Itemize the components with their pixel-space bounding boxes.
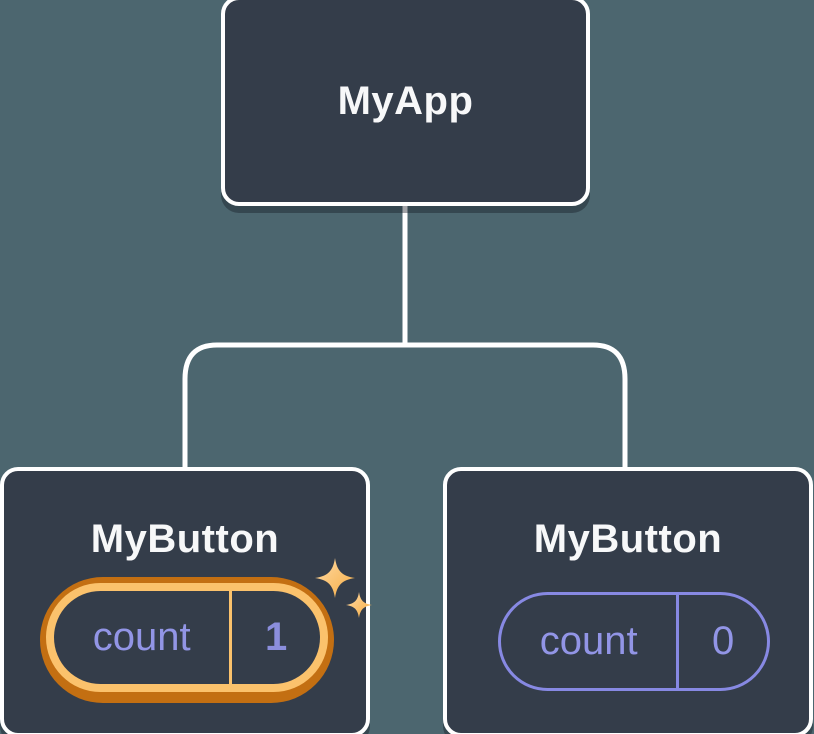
child-component-node-plain: MyButton count 0 xyxy=(443,467,813,734)
state-value: 1 xyxy=(265,615,288,659)
state-pill-highlighted: count 1 xyxy=(40,577,334,703)
state-value: 0 xyxy=(712,619,735,663)
component-name: MyButton xyxy=(90,517,280,561)
component-name: MyApp xyxy=(337,78,474,123)
component-name: MyButton xyxy=(533,517,723,561)
state-key: count xyxy=(539,619,638,663)
state-pill-divider xyxy=(676,595,680,688)
root-component-node: MyApp xyxy=(221,0,590,206)
child-component-node-highlighted: MyButton count 1 xyxy=(0,467,372,734)
state-pill-gold-ring: count 1 xyxy=(46,583,328,692)
state-pill-divider xyxy=(229,591,233,684)
state-pill-core: count 1 xyxy=(54,591,320,684)
sparkles-icon xyxy=(315,558,372,618)
state-key: count xyxy=(92,615,191,659)
state-pill: count 0 xyxy=(498,592,770,691)
